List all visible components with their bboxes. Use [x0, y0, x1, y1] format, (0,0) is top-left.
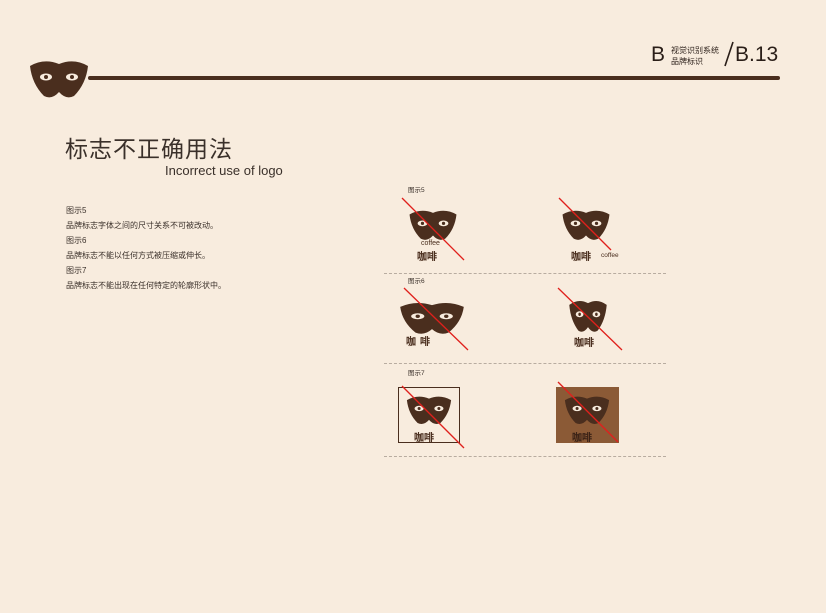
fig7-label: 图示7 [408, 370, 425, 377]
note-fig6-label: 图示6 [66, 236, 87, 245]
coffee-word: coffee [421, 240, 440, 247]
wordmark: 咖啡 [414, 433, 434, 444]
note-fig5-text: 品牌标志字体之间的尺寸关系不可被改动。 [66, 221, 218, 230]
coffee-word: coffee [601, 252, 619, 259]
slash-divider-icon [724, 41, 734, 67]
fig7-logo-outlined-frame: 咖啡 [398, 380, 468, 450]
note-fig6-text: 品牌标志不能以任何方式被压缩或伸长。 [66, 251, 210, 260]
wordmark: 咖啡 [406, 337, 434, 348]
page-title: 标志不正确用法 [65, 136, 233, 162]
fig7-logo-filled-box: 咖啡 [556, 380, 622, 446]
wordmark: 咖啡 [572, 433, 592, 444]
fig5-logo-incorrect-spacing: coffee 咖啡 [400, 196, 466, 264]
wordmark: 咖啡 [574, 338, 594, 349]
section-title-line1: 视觉识别系统 [671, 46, 719, 55]
brand-mask-logo-icon [30, 61, 88, 98]
fig6-logo-compressed: 咖啡 [556, 286, 626, 352]
strike-line-icon [558, 197, 612, 251]
fig6-label: 图示6 [408, 278, 425, 285]
note-fig7-label: 图示7 [66, 266, 87, 275]
wordmark: 咖啡 [417, 252, 437, 263]
strike-line-icon [557, 381, 619, 443]
header-rule [88, 76, 780, 80]
section-letter: B [651, 43, 666, 66]
section-title-line2: 品牌标识 [671, 57, 703, 66]
strike-line-icon [401, 385, 465, 449]
strike-line-icon [403, 287, 469, 351]
separator-dashed [384, 273, 666, 274]
fig5-label: 图示5 [408, 187, 425, 194]
mask-icon [406, 396, 452, 424]
separator-dashed [384, 456, 666, 457]
strike-line-icon [401, 197, 465, 261]
wordmark: 咖啡 [571, 252, 591, 263]
section-title: 视觉识别系统 品牌标识 [671, 45, 719, 67]
page-code: B.13 [735, 43, 779, 66]
fig6-logo-stretched: 咖啡 [396, 286, 472, 352]
notes-list: 图示5 品牌标志字体之间的尺寸关系不可被改动。 图示6 品牌标志不能以任何方式被… [66, 203, 226, 293]
note-fig7-text: 品牌标志不能出现在任何特定的轮廓形状中。 [66, 281, 226, 290]
strike-line-icon [557, 287, 623, 351]
separator-dashed [384, 363, 666, 364]
outline-frame [398, 387, 460, 443]
fig5-logo-incorrect-spacing-alt: 咖啡 coffee [557, 196, 627, 264]
note-fig5-label: 图示5 [66, 206, 87, 215]
mask-icon [400, 302, 464, 334]
page-subtitle: Incorrect use of logo [165, 163, 283, 178]
